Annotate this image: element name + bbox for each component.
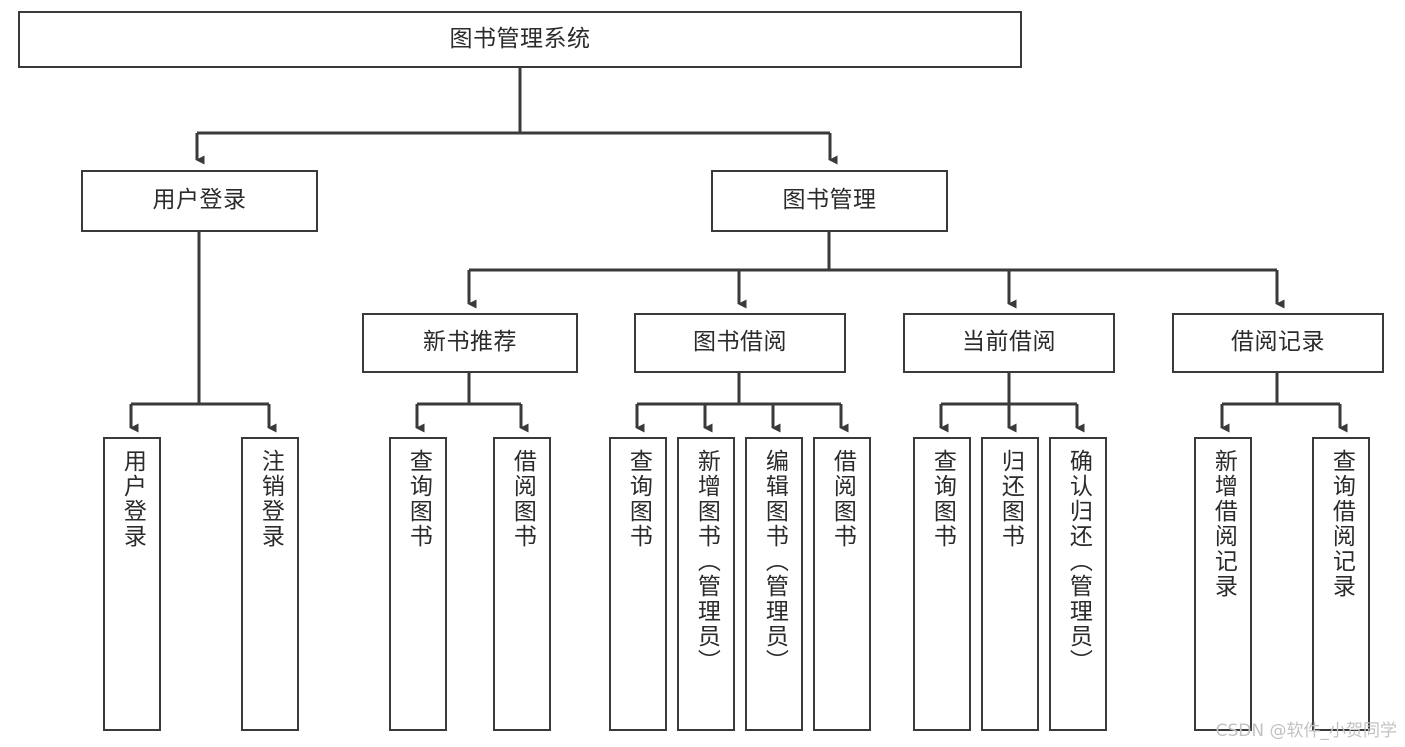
node-book-manage-label: 图书管理 bbox=[782, 187, 877, 214]
node-book-borrow-label: 图书借阅 bbox=[693, 329, 787, 356]
node-user-login[interactable]: 用户登录 bbox=[81, 170, 318, 232]
node-leaf-query-book-2[interactable]: 查询图书 bbox=[609, 437, 667, 731]
node-leaf-query-book-3-label: 查询图书 bbox=[929, 449, 956, 549]
node-leaf-query-book-3[interactable]: 查询图书 bbox=[913, 437, 971, 731]
node-current-borrow-label: 当前借阅 bbox=[962, 329, 1056, 356]
node-leaf-query-record-label: 查询借阅记录 bbox=[1328, 449, 1355, 599]
node-root[interactable]: 图书管理系统 bbox=[18, 11, 1022, 68]
node-leaf-add-record[interactable]: 新增借阅记录 bbox=[1194, 437, 1252, 731]
node-book-manage[interactable]: 图书管理 bbox=[711, 170, 948, 232]
node-leaf-borrow-book-2-label: 借阅图书 bbox=[829, 449, 856, 549]
node-borrow-record[interactable]: 借阅记录 bbox=[1172, 313, 1384, 373]
node-leaf-confirm-return-label: 确认归还（管理员） bbox=[1065, 449, 1092, 674]
node-leaf-borrow-book-1[interactable]: 借阅图书 bbox=[493, 437, 551, 731]
node-new-book-recommend[interactable]: 新书推荐 bbox=[362, 313, 578, 373]
node-leaf-borrow-book-1-label: 借阅图书 bbox=[509, 449, 536, 549]
node-leaf-query-record[interactable]: 查询借阅记录 bbox=[1312, 437, 1370, 731]
node-leaf-add-book-label: 新增图书（管理员） bbox=[693, 449, 720, 674]
node-book-borrow[interactable]: 图书借阅 bbox=[634, 313, 846, 373]
node-leaf-edit-book[interactable]: 编辑图书（管理员） bbox=[745, 437, 803, 731]
node-leaf-add-record-label: 新增借阅记录 bbox=[1210, 449, 1237, 599]
node-leaf-add-book[interactable]: 新增图书（管理员） bbox=[677, 437, 735, 731]
node-leaf-query-book-1[interactable]: 查询图书 bbox=[389, 437, 447, 731]
node-borrow-record-label: 借阅记录 bbox=[1231, 329, 1325, 356]
node-leaf-return-book[interactable]: 归还图书 bbox=[981, 437, 1039, 731]
node-root-label: 图书管理系统 bbox=[449, 25, 591, 52]
node-leaf-confirm-return[interactable]: 确认归还（管理员） bbox=[1049, 437, 1107, 731]
node-leaf-user-logout-label: 注销登录 bbox=[257, 449, 284, 549]
node-leaf-user-logout[interactable]: 注销登录 bbox=[241, 437, 299, 731]
node-user-login-label: 用户登录 bbox=[152, 187, 247, 214]
node-current-borrow[interactable]: 当前借阅 bbox=[903, 313, 1115, 373]
node-leaf-query-book-2-label: 查询图书 bbox=[625, 449, 652, 549]
node-leaf-user-login[interactable]: 用户登录 bbox=[103, 437, 161, 731]
node-leaf-user-login-label: 用户登录 bbox=[119, 449, 146, 549]
node-leaf-borrow-book-2[interactable]: 借阅图书 bbox=[813, 437, 871, 731]
node-new-book-recommend-label: 新书推荐 bbox=[423, 329, 517, 356]
csdn-watermark: CSDN @软件_小贺同学 bbox=[1215, 721, 1397, 741]
node-leaf-return-book-label: 归还图书 bbox=[997, 449, 1024, 549]
node-leaf-query-book-1-label: 查询图书 bbox=[405, 449, 432, 549]
node-leaf-edit-book-label: 编辑图书（管理员） bbox=[761, 449, 788, 674]
